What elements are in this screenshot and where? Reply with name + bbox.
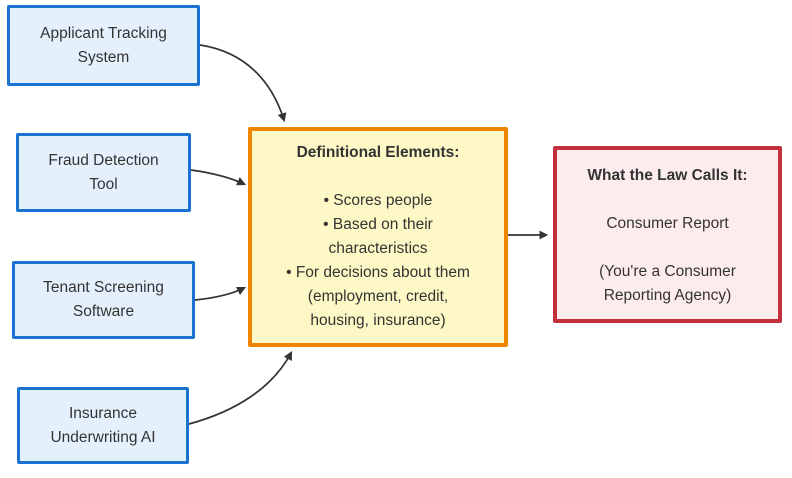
- text-line: [557, 188, 778, 212]
- text-line: • Scores people: [323, 192, 433, 209]
- text-line: Reporting Agency): [603, 287, 732, 304]
- text-line: Tool: [89, 175, 118, 193]
- text-line: System: [77, 48, 130, 66]
- text-line: [557, 236, 778, 260]
- text-line: characteristics: [328, 240, 428, 257]
- arrow-fraud-to-definition: [190, 169, 247, 186]
- text-line: Applicant Tracking: [40, 24, 167, 42]
- text-line: • For decisions about them: [286, 264, 470, 281]
- arrow-applicant-to-definition: [199, 44, 287, 123]
- text-line: [252, 165, 504, 189]
- text-line: Fraud Detection: [48, 151, 159, 169]
- text-line: (You're a Consumer: [599, 263, 736, 280]
- text-line: (employment, credit,: [307, 288, 449, 305]
- text-line: Insurance: [68, 404, 138, 422]
- text-line: Tenant Screening: [43, 279, 164, 296]
- arrow-tenant-to-definition: [194, 286, 247, 301]
- text-line: • Based on their: [323, 216, 433, 233]
- law-title: What the Law Calls It:: [587, 167, 748, 184]
- text-line: Underwriting AI: [50, 428, 156, 446]
- text-line: Consumer Report: [606, 215, 729, 232]
- definition-title: Definitional Elements:: [296, 144, 460, 161]
- arrow-insurance-to-definition: [188, 351, 293, 425]
- definition-body: • Scores people • Based on their character…: [252, 165, 504, 333]
- node-what-the-law-calls-it: What the Law Calls It: Consumer Report (Y…: [553, 146, 782, 323]
- text-line: Software: [72, 303, 135, 320]
- text-line: housing, insurance): [310, 312, 446, 329]
- node-definitional-elements: Definitional Elements: • Scores people• …: [248, 127, 508, 347]
